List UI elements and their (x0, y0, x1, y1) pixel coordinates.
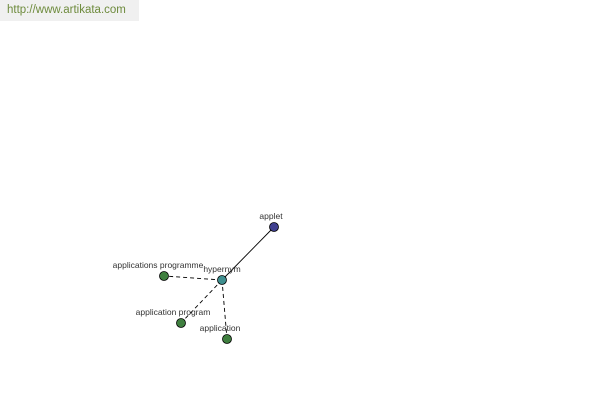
node-circle-applications-programme[interactable] (159, 271, 169, 281)
edge-hypernym-application-program (180, 279, 223, 324)
node-circle-application-program[interactable] (176, 318, 186, 328)
edge-hypernym-application (221, 279, 228, 340)
node-application-program[interactable]: application program (136, 307, 211, 328)
edge-hypernym-applet (221, 226, 275, 281)
edge-hypernym-applications-programme (163, 275, 223, 281)
node-applications-programme[interactable]: applications programme (113, 260, 204, 281)
node-label-hypernym[interactable]: hypernym (203, 264, 240, 274)
node-applet[interactable]: applet (259, 211, 283, 232)
node-label-application-program[interactable]: application program (136, 307, 211, 317)
node-circle-application[interactable] (222, 334, 232, 344)
node-application[interactable]: application (200, 323, 241, 344)
node-circle-hypernym[interactable] (217, 275, 227, 285)
node-circle-applet[interactable] (269, 222, 279, 232)
node-hypernym[interactable]: hypernym (203, 264, 241, 285)
site-url-bar: http://www.artikata.com (0, 0, 139, 21)
node-label-applet[interactable]: applet (259, 211, 283, 221)
node-label-application[interactable]: application (200, 323, 241, 333)
node-label-applications-programme[interactable]: applications programme (113, 260, 204, 270)
site-url-link[interactable]: http://www.artikata.com (7, 4, 126, 16)
graph-edges (163, 226, 275, 340)
